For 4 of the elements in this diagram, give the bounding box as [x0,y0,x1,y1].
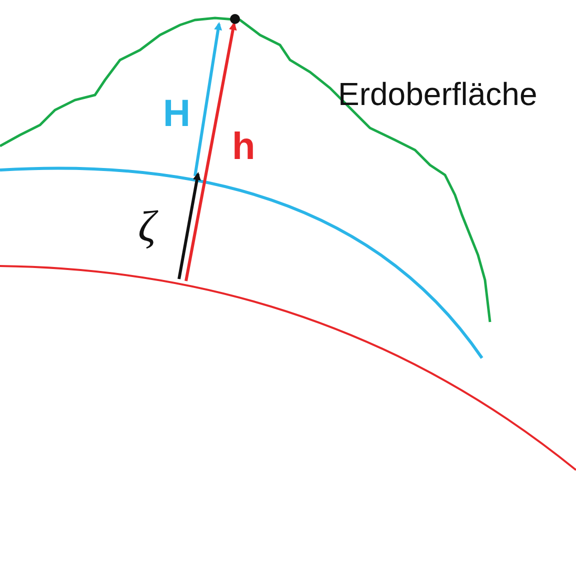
height-symbol: H [163,95,190,133]
height-symbol: h [232,128,256,166]
height-symbol: ζ [138,205,156,249]
surface-label: Erdoberfläche [338,78,538,110]
